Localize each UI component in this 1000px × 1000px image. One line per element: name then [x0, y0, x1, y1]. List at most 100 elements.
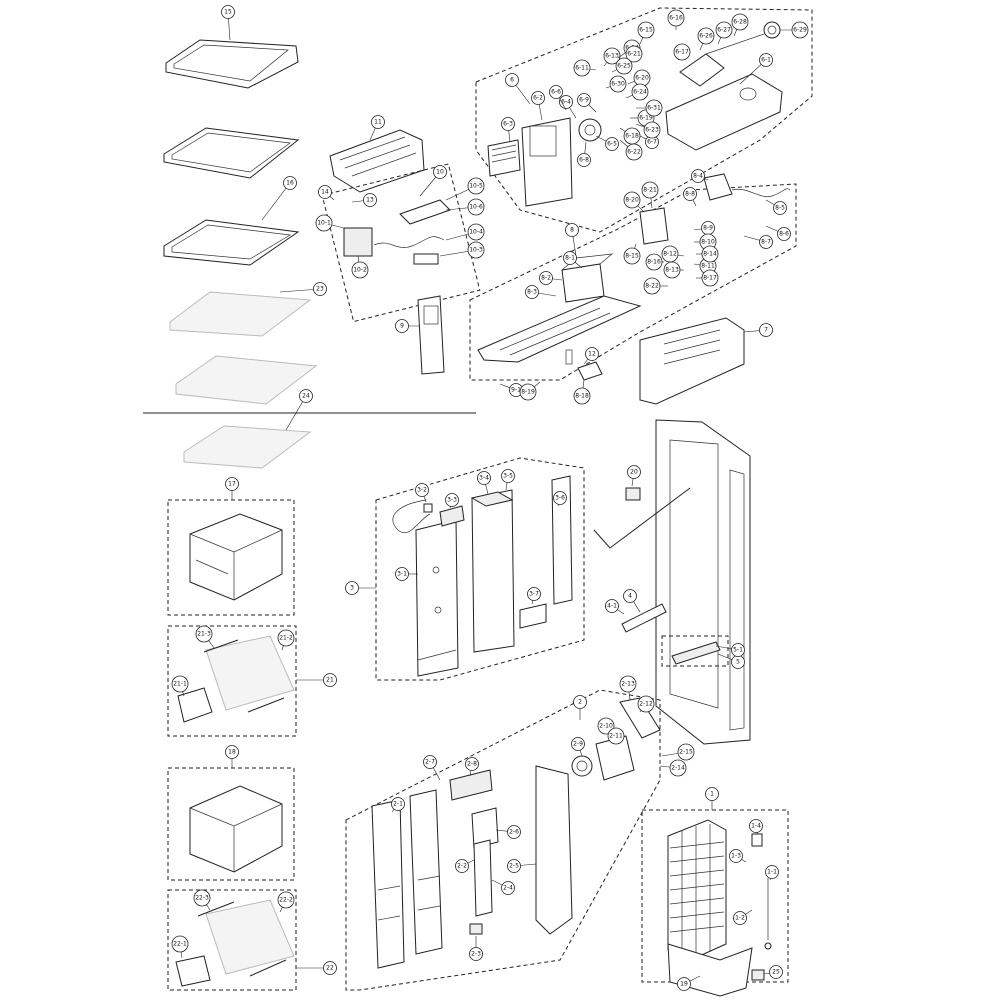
callout-bubble — [765, 865, 779, 879]
callout-10-3: 10-3 — [439, 241, 485, 259]
group-box-22 — [167, 889, 297, 991]
cabinet-leader — [593, 487, 691, 549]
callout-bubble — [395, 567, 409, 581]
callout-label: 8-14 — [703, 251, 717, 258]
callout-6-22: 6-22 — [619, 139, 643, 161]
callout-bubble — [553, 491, 567, 505]
callout-bubble — [623, 589, 637, 603]
callout-12: 12 — [583, 347, 599, 365]
callout-8-5: 8-5 — [765, 199, 787, 215]
callout-bubble — [455, 859, 469, 873]
callout-6-11: 6-11 — [573, 59, 597, 77]
callout-6-5: 6-5 — [595, 135, 619, 151]
fuse-1-4 — [751, 833, 763, 847]
callout-6-25: 6-25 — [611, 57, 633, 75]
callout-bubble — [318, 185, 332, 199]
callout-bubble — [673, 43, 691, 61]
callout-6-15: 6-15 — [637, 21, 655, 45]
connector-20 — [625, 487, 641, 501]
callout-label: 8-17 — [703, 275, 717, 282]
callout-label: 22-1 — [173, 941, 187, 948]
callout-2-12: 2-12 — [637, 695, 655, 713]
callout-bubble — [171, 675, 189, 693]
callout-label: 9-1 — [511, 387, 521, 394]
callout-8-17: 8-17 — [696, 269, 719, 287]
callout-bubble — [573, 59, 591, 77]
callout-label: 22-3 — [195, 895, 209, 902]
callout-bubble — [605, 137, 619, 151]
callout-label: 1-4 — [751, 823, 761, 830]
callout-bubble — [225, 477, 239, 491]
callout-label: 2-15 — [679, 749, 693, 756]
callout-bubble — [433, 165, 447, 179]
callout-label: 6-30 — [611, 81, 625, 88]
callout-label: 8-1 — [565, 255, 575, 262]
callout-24: 24 — [285, 389, 313, 431]
callout-6-4: 6-4 — [559, 95, 577, 119]
callout-label: 20 — [630, 469, 638, 476]
callout-label: 10-1 — [317, 220, 331, 227]
callout-label: 6-16 — [669, 15, 683, 22]
callout-label: 4-1 — [607, 603, 617, 610]
dispenser-tray-8-1 — [477, 295, 642, 363]
callout-bubble — [501, 117, 515, 131]
callout-bubble — [221, 5, 235, 19]
group-box-18 — [167, 767, 295, 881]
callout-22-3: 22-3 — [193, 889, 211, 911]
callout-label: 11 — [374, 119, 382, 126]
callout-label: 3-4 — [479, 475, 489, 482]
insulation-3-6 — [551, 475, 573, 605]
callout-label: 2-1 — [393, 801, 403, 808]
callout-1-2: 1-2 — [733, 909, 753, 925]
callout-10-2: 10-2 — [351, 255, 369, 279]
callout-bubble — [697, 27, 715, 45]
callout-label: 8 — [570, 227, 574, 234]
callout-label: 8-6 — [779, 231, 789, 238]
callout-2-9: 2-9 — [571, 737, 585, 757]
callout-label: 6-11 — [575, 65, 589, 72]
callout-bubble — [395, 319, 409, 333]
callout-label: 5-1 — [733, 647, 743, 654]
callout-6-27: 6-27 — [715, 21, 733, 45]
callout-bubble — [559, 95, 573, 109]
callout-label: 18 — [228, 749, 236, 756]
callout-label: 24 — [302, 393, 310, 400]
callout-10-6: 10-6 — [445, 198, 485, 216]
harness-8-4 — [639, 173, 791, 245]
callout-bubble — [469, 947, 483, 961]
callout-bubble — [731, 643, 745, 657]
callout-bubble — [769, 965, 783, 979]
shelf-16-upper — [163, 127, 300, 179]
callout-6-30: 6-30 — [605, 75, 627, 93]
duct-3-4 — [470, 489, 515, 653]
grille-2-1 — [371, 789, 443, 969]
callout-bubble — [505, 73, 519, 87]
callout-label: 21-3 — [197, 631, 211, 638]
callout-label: 8-15 — [625, 253, 639, 260]
callout-1-4: 1-4 — [749, 819, 763, 835]
callout-bubble — [773, 201, 787, 215]
callout-label: 6-9 — [579, 97, 589, 104]
seal-2-4 — [473, 839, 493, 917]
callout-bubble — [445, 493, 459, 507]
callout-10-4: 10-4 — [445, 223, 485, 241]
callout-bubble — [609, 75, 627, 93]
callout-label: 8-8 — [685, 191, 695, 198]
callout-label: 6-29 — [793, 27, 807, 34]
callout-6-20: 6-20 — [627, 69, 651, 87]
shelf-16-lower — [163, 219, 300, 266]
callout-bubble — [607, 727, 625, 745]
callout-2-6: 2-6 — [495, 825, 521, 839]
callout-bubble — [663, 261, 681, 279]
callout-label: 10-3 — [469, 247, 483, 254]
callout-bubble — [759, 235, 773, 249]
callout-layer: 151623241114131010-510-610-110-410-310-2… — [171, 5, 809, 991]
callout-8-1: 8-1 — [563, 251, 583, 269]
callout-6-8: 6-8 — [577, 141, 591, 167]
callout-label: 8-9 — [703, 225, 713, 232]
callout-label: 6-8 — [579, 157, 589, 164]
foam-2-8 — [449, 769, 493, 801]
callout-bubble — [645, 99, 663, 117]
